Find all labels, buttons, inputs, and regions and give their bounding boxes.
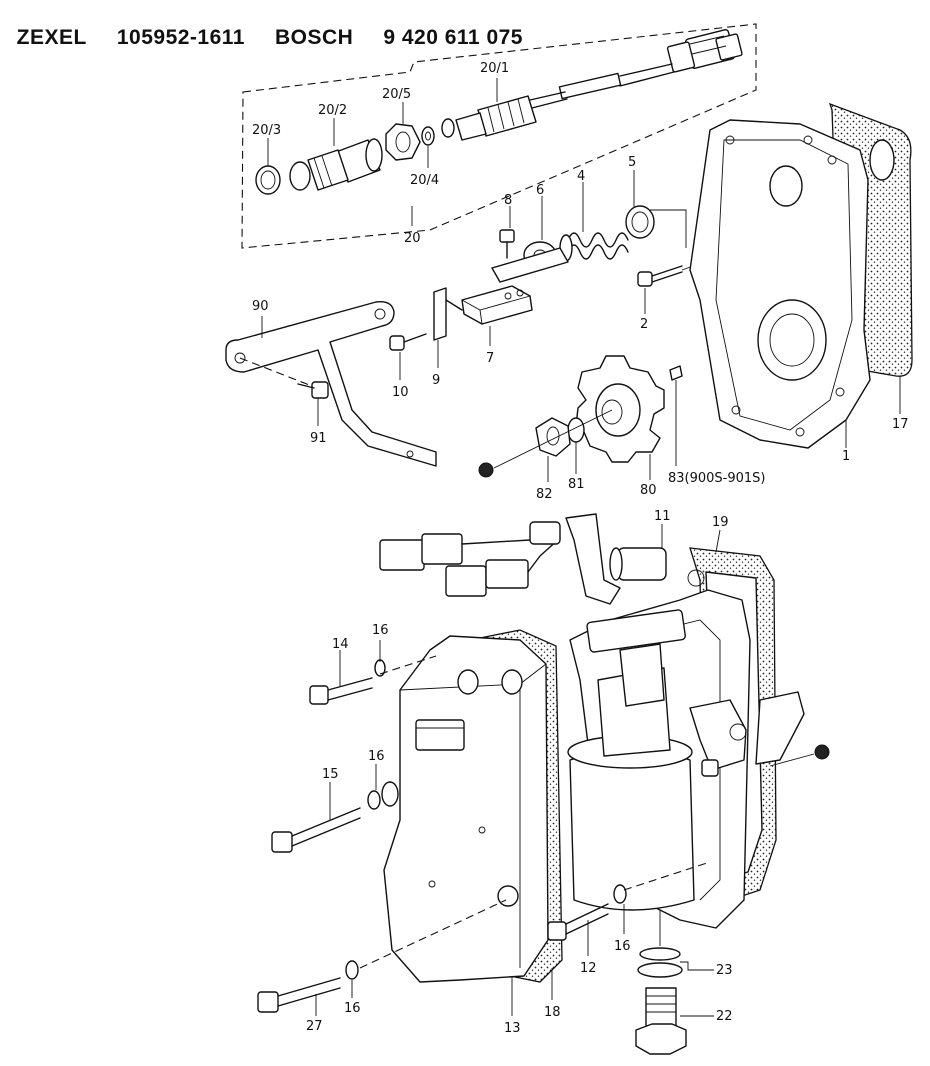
bolt-12 (547, 884, 627, 941)
zexel-part-number: 105952-1611 (116, 26, 245, 49)
reference-dot-top (478, 462, 494, 478)
bolt-14 (309, 659, 386, 705)
callout-1: 1 (842, 449, 850, 464)
callout-10: 10 (392, 385, 409, 400)
sensor-assembly-group (241, 23, 757, 249)
connector-plug (666, 29, 743, 73)
plug-screw-22 (635, 987, 687, 1055)
callout-82: 82 (536, 487, 553, 502)
key-83 (669, 365, 683, 381)
callout-19: 19 (712, 515, 729, 530)
callout-27: 27 (306, 1019, 323, 1034)
callout-16-top: 16 (372, 623, 389, 638)
callout-20-2: 20/2 (318, 103, 347, 118)
callout-20-5: 20/5 (382, 87, 411, 102)
callout-4: 4 (577, 169, 585, 184)
callout-6: 6 (536, 183, 544, 198)
callout-9: 9 (432, 373, 440, 388)
block-7 (461, 285, 533, 325)
drawing-header: ZEXEL 105952-1611 BOSCH 9 420 611 075 (4, 2, 553, 50)
callout-11: 11 (654, 509, 671, 524)
callout-7: 7 (486, 351, 494, 366)
seal-ring-23 (637, 947, 683, 978)
brand-label: BOSCH (275, 26, 354, 49)
housing-1 (689, 119, 871, 449)
bolt-27 (257, 960, 359, 1013)
callout-16-mid: 16 (368, 749, 385, 764)
callout-15: 15 (322, 767, 339, 782)
callout-91: 91 (310, 431, 327, 446)
nut-82 (535, 417, 571, 457)
callout-20-3: 20/3 (252, 123, 281, 138)
callout-83: 83(900S-901S) (668, 471, 766, 486)
bolt-15 (271, 781, 399, 853)
callout-80: 80 (640, 483, 657, 498)
callout-90: 90 (252, 299, 269, 314)
cover-13 (383, 635, 549, 983)
wiring-harness (379, 513, 621, 605)
callout-2: 2 (640, 317, 648, 332)
spring-4 (567, 232, 629, 248)
bracket (755, 691, 805, 765)
callout-81: 81 (568, 477, 585, 492)
callout-14: 14 (332, 637, 349, 652)
sensor-11 (609, 547, 667, 581)
callout-18: 18 (544, 1005, 561, 1020)
callout-8: 8 (504, 193, 512, 208)
bolt-10 (389, 333, 427, 351)
callout-16-right: 16 (614, 939, 631, 954)
adapter-20-2 (289, 138, 383, 191)
callout-5: 5 (628, 155, 636, 170)
solenoid-coil (567, 609, 695, 911)
gear-80 (575, 355, 665, 463)
reference-dot-bottom (814, 744, 830, 760)
nut-20-5 (385, 123, 421, 161)
washer-5 (625, 205, 655, 239)
screw-8 (499, 229, 515, 259)
bolt-91 (297, 381, 329, 399)
callout-20-4: 20/4 (410, 173, 439, 188)
callout-13: 13 (504, 1021, 521, 1036)
lever-90 (225, 301, 437, 467)
ring-20-3 (255, 165, 281, 195)
callout-17: 17 (892, 417, 909, 432)
bolt-2 (637, 265, 683, 287)
maker-label: ZEXEL (16, 26, 87, 49)
callout-20-1: 20/1 (480, 61, 509, 76)
callout-22: 22 (716, 1009, 733, 1024)
callout-20: 20 (404, 231, 421, 246)
callout-12: 12 (580, 961, 597, 976)
bosch-part-number: 9 420 611 075 (383, 26, 523, 49)
callout-16-bottom: 16 (344, 1001, 361, 1016)
clip-9 (433, 287, 447, 341)
washer-20-4 (421, 126, 435, 146)
callout-23: 23 (716, 963, 733, 978)
sensor-body (441, 95, 537, 141)
